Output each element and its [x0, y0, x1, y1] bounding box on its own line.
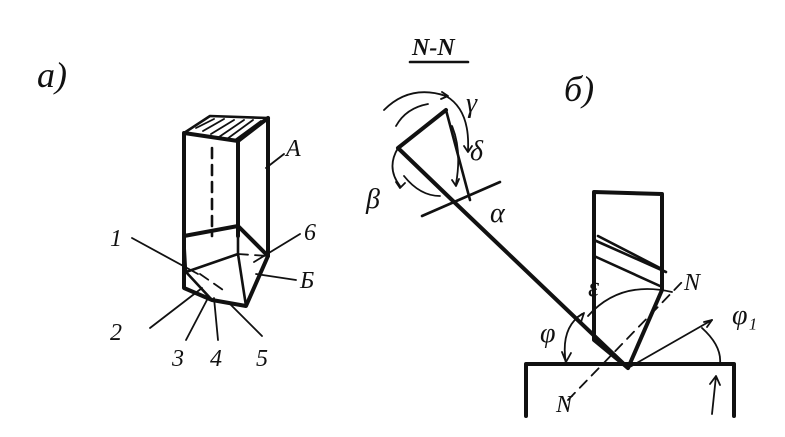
panel-a-tool-sketch: a) A Б 1 2 3 4 5 6 — [37, 55, 316, 372]
callout-b: Б — [299, 268, 314, 294]
angle-beta: β — [365, 184, 380, 215]
workpiece-base — [524, 362, 736, 418]
angle-arcs — [383, 91, 470, 197]
section-line-n-n — [567, 281, 683, 401]
tool-plan-hatch-band — [592, 234, 668, 288]
shank-outline — [182, 116, 270, 258]
angle-gamma: γ — [466, 88, 478, 119]
plan-angle-arrowheads — [561, 312, 713, 363]
section-title: N-N — [411, 35, 456, 61]
section-faces — [420, 108, 502, 218]
callout-1: 1 — [110, 226, 122, 252]
panel-a-label: a) — [37, 55, 67, 95]
callout-3: 3 — [171, 346, 184, 372]
section-wedge — [396, 108, 630, 370]
plan-angle-arcs — [563, 288, 722, 369]
section-mark-lower: N — [555, 392, 574, 418]
angle-arrowheads — [395, 91, 473, 189]
angle-phi1: φ₁ — [732, 300, 757, 331]
angle-alpha: α — [490, 198, 506, 229]
callout-a: A — [284, 136, 301, 162]
callout-5: 5 — [256, 346, 268, 372]
angle-epsilon: ε — [588, 272, 599, 303]
workpiece-feed-arrow — [709, 375, 721, 415]
section-mark-upper: N — [683, 270, 702, 296]
tool-plan-outline — [592, 190, 664, 370]
angle-delta: δ — [470, 136, 484, 167]
panel-b-section-view: б) N-N γ δ β α ε φ φ₁ N N — [365, 35, 757, 418]
callout-4: 4 — [210, 346, 222, 372]
cutting-head-outline — [182, 224, 270, 308]
callout-6: 6 — [304, 220, 316, 246]
callout-leader-lines — [131, 153, 301, 341]
callout-2: 2 — [110, 320, 122, 346]
panel-b-label: б) — [564, 69, 594, 109]
angle-phi: φ — [540, 318, 556, 349]
